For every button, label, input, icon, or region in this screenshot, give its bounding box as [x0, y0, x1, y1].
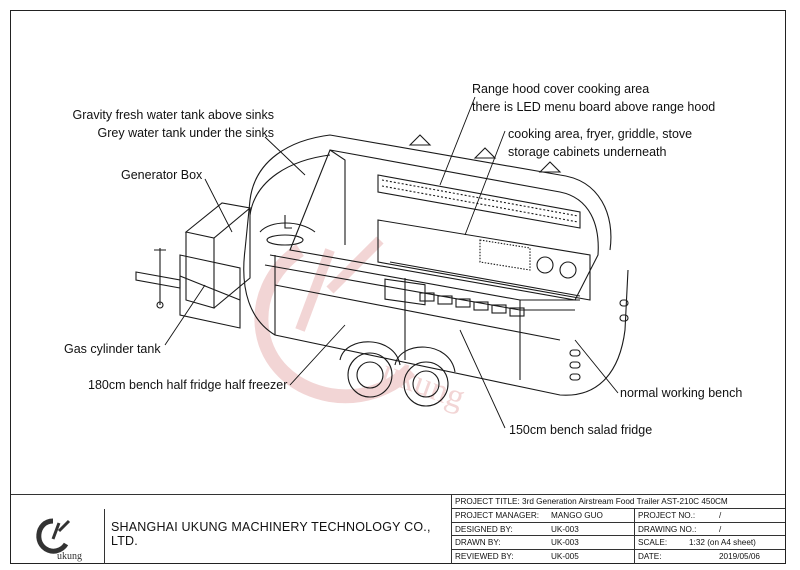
row-value: 2019/05/06	[719, 552, 760, 562]
title-block: ukung SHANGHAI UKUNG MACHINERY TECHNOLOG…	[11, 494, 785, 564]
bench-180-label: 180cm bench half fridge half freezer	[88, 378, 288, 392]
trailer-body	[243, 134, 629, 396]
row-label: SCALE:	[634, 536, 686, 550]
row-label: DATE:	[634, 550, 704, 564]
row-label: DRAWN BY:	[455, 538, 501, 548]
row-value: /	[719, 510, 722, 520]
row-label: PROJECT MANAGER:	[455, 510, 540, 520]
row-value: MANGO GUO	[551, 510, 603, 520]
watermark-logo: ukung	[254, 236, 470, 417]
row-value: UK-003	[551, 538, 579, 548]
cooking-equipment	[377, 219, 591, 306]
title-row: PROJECT MANAGER: MANGO GUO PROJECT NO.: …	[451, 508, 785, 523]
company-logo: ukung	[11, 509, 105, 564]
roof-light-1	[408, 134, 432, 146]
project-title-label: PROJECT TITLE:	[455, 497, 520, 506]
project-title-row: PROJECT TITLE: 3rd Generation Airstream …	[451, 495, 785, 509]
title-row: DRAWN BY: UK-003 SCALE: 1:32 (on A4 shee…	[451, 536, 785, 551]
title-row: REVIEWED BY: UK-005 DATE: 2019/05/06	[451, 550, 785, 564]
tow-hitch-bar	[135, 271, 181, 289]
side-vents	[569, 299, 629, 381]
company-name: SHANGHAI UKUNG MACHINERY TECHNOLOGY CO.,…	[111, 520, 431, 548]
row-label: PROJECT NO.:	[634, 508, 716, 522]
roof-light-2	[473, 147, 497, 159]
working-bench-label: normal working bench	[620, 386, 743, 400]
row-value: /	[719, 524, 722, 534]
range-hood	[377, 174, 581, 229]
salad-fridge-pans	[419, 292, 525, 317]
title-row: DESIGNED BY: UK-003 DRAWING NO.: /	[451, 522, 785, 537]
jack-stand	[154, 248, 166, 305]
project-title-value: 3rd Generation Airstream Food Trailer AS…	[522, 497, 728, 506]
water-tanks-label: Gravity fresh water tank above sinks Gre…	[72, 108, 274, 140]
row-label: DRAWING NO.:	[634, 522, 716, 536]
cooking-area-label: cooking area, fryer, griddle, stove stor…	[508, 127, 693, 159]
title-block-grid: PROJECT TITLE: 3rd Generation Airstream …	[451, 495, 785, 564]
row-value: UK-003	[551, 524, 579, 534]
generator-box	[184, 202, 252, 309]
bench-150-label: 150cm bench salad fridge	[509, 423, 653, 437]
gas-cylinder-label: Gas cylinder tank	[64, 342, 161, 356]
leader-lines	[164, 96, 619, 429]
generator-box-label: Generator Box	[121, 168, 203, 182]
drawing-frame	[10, 10, 786, 564]
wheels	[339, 341, 456, 407]
row-label: REVIEWED BY:	[455, 552, 514, 562]
range-hood-label: Range hood cover cooking area there is L…	[472, 82, 716, 114]
roof-light-3	[538, 161, 562, 173]
gas-cylinder-box	[179, 254, 241, 329]
row-label: DESIGNED BY:	[455, 524, 513, 534]
row-value: 1:32 (on A4 sheet)	[689, 538, 756, 548]
row-value: UK-005	[551, 552, 579, 562]
ukung-logo-icon: ukung	[36, 518, 82, 562]
logo-text: ukung	[57, 551, 82, 562]
sink	[259, 215, 316, 246]
